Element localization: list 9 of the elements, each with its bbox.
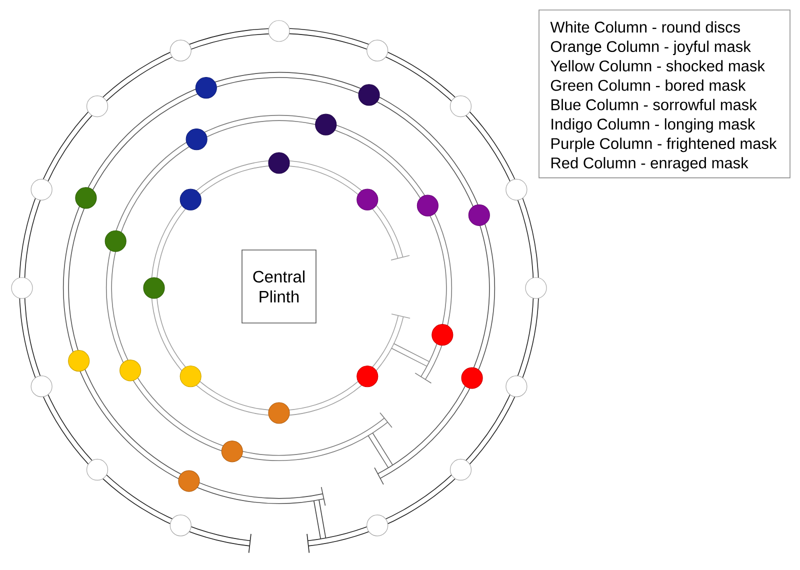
legend-text: White Column - round discs: [550, 21, 740, 33]
legend-text: Orange Column - joyful mask: [550, 40, 751, 56]
legend-text: Indigo Column - longing mask: [552, 118, 756, 133]
plinth-box: Central Plinth: [242, 250, 316, 324]
legend-text: Blue Column - sorrowful mask: [551, 98, 757, 110]
legend-text: Green Column - bored mask: [551, 79, 746, 91]
legend-text: Purple Column - frightened mask: [551, 138, 777, 152]
legend-text: Yellow Column - shocked mask: [550, 60, 765, 72]
legend-text: Red Column - enraged mask: [551, 157, 748, 172]
